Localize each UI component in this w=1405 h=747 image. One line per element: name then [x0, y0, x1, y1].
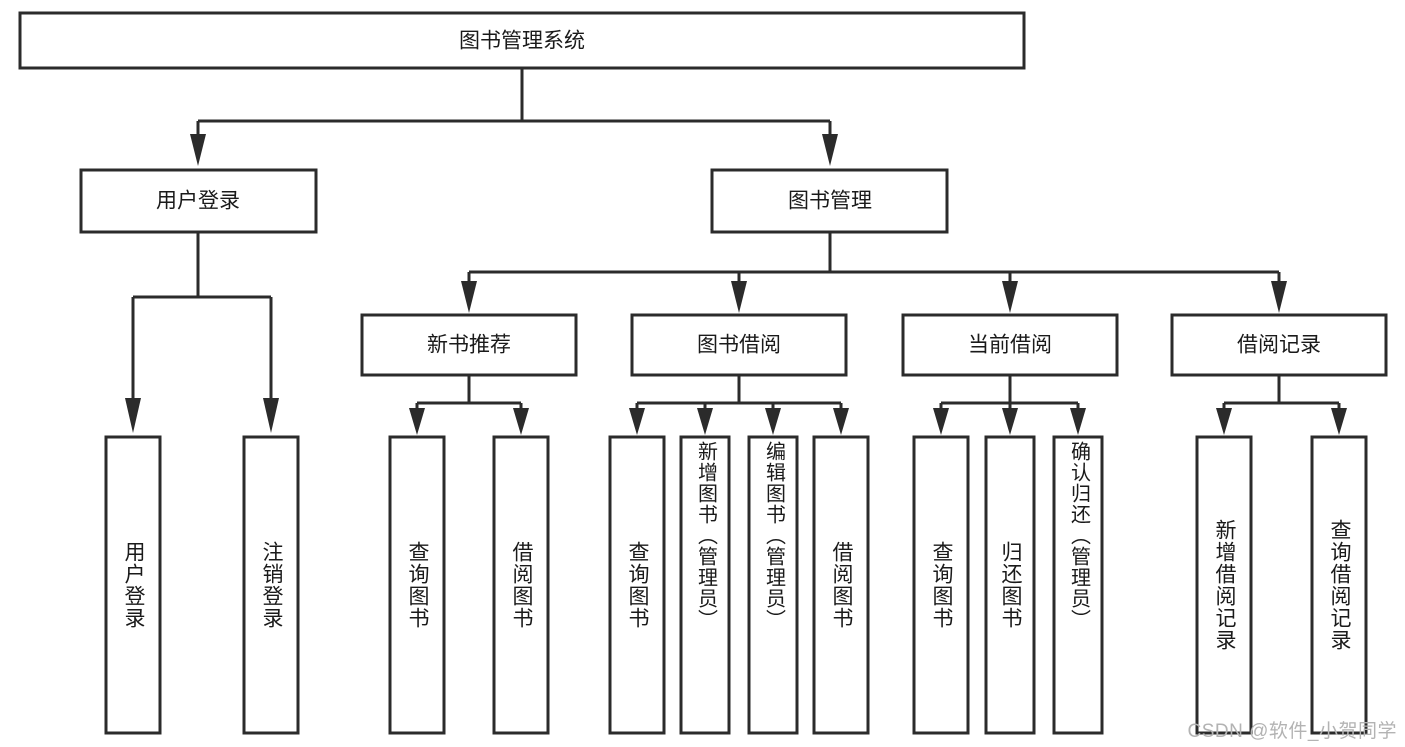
node-root-box[interactable] [18, 11, 1026, 70]
leaf-box-new-book-1[interactable] [492, 435, 550, 735]
leaf-box-current-borrow-0[interactable] [912, 435, 970, 735]
leaf-boxes-user-login [104, 435, 300, 735]
leaf-box-book-borrow-0[interactable] [608, 435, 666, 735]
node-book-management-box[interactable] [710, 168, 949, 234]
connector-bookborrow-to-leaves [629, 375, 849, 435]
connector-userlogin-to-leaves [125, 232, 279, 433]
leaf-box-book-borrow-3[interactable] [812, 435, 870, 735]
node-borrow-record[interactable]: 借阅记录 [1170, 313, 1388, 377]
node-current-borrow-label: 当前借阅 [968, 334, 1052, 357]
node-root[interactable]: 图书管理系统 [18, 11, 1026, 70]
leaf-box-borrow-record-0[interactable] [1195, 435, 1253, 735]
leaf-boxes-book-borrow [608, 435, 870, 735]
node-user-login-box[interactable] [79, 168, 318, 234]
leaf-boxes-current-borrow [912, 435, 1104, 735]
leaf-box-new-book-0[interactable] [388, 435, 446, 735]
node-root-label: 图书管理系统 [459, 30, 585, 53]
node-book-management[interactable]: 图书管理 [710, 168, 949, 234]
node-borrow-record-box[interactable] [1170, 313, 1388, 377]
node-book-borrow-label: 图书借阅 [697, 334, 781, 357]
node-new-book-recommend[interactable]: 新书推荐 [360, 313, 578, 377]
leaf-box-book-borrow-2[interactable] [747, 435, 799, 735]
leaf-box-book-borrow-1[interactable] [679, 435, 731, 735]
node-book-management-label: 图书管理 [788, 190, 872, 213]
connector-newbook-to-leaves [409, 375, 529, 435]
leaf-box-user-login-1[interactable] [242, 435, 300, 735]
node-current-borrow-box[interactable] [901, 313, 1119, 377]
connector-bookmgmt-to-level3 [461, 232, 1287, 313]
leaf-box-current-borrow-2[interactable] [1052, 435, 1104, 735]
node-current-borrow[interactable]: 当前借阅 [901, 313, 1119, 377]
connector-borrowrecord-to-leaves [1216, 375, 1347, 435]
node-book-borrow-box[interactable] [630, 313, 848, 377]
node-user-login-label: 用户登录 [156, 190, 240, 213]
node-new-book-recommend-box[interactable] [360, 313, 578, 377]
node-book-borrow[interactable]: 图书借阅 [630, 313, 848, 377]
csdn-watermark: CSDN @软件_小贺同学 [1187, 721, 1397, 742]
connector-currentborrow-to-leaves [933, 375, 1086, 435]
leaf-box-user-login-0[interactable] [104, 435, 162, 735]
node-new-book-recommend-label: 新书推荐 [427, 334, 511, 357]
leaf-box-current-borrow-1[interactable] [984, 435, 1036, 735]
connector-root-to-level2 [190, 68, 838, 166]
leaf-box-borrow-record-1[interactable] [1310, 435, 1368, 735]
leaf-boxes-borrow-record [1195, 435, 1368, 735]
leaf-boxes-new-book-recommend [388, 435, 550, 735]
node-borrow-record-label: 借阅记录 [1237, 334, 1321, 357]
node-user-login[interactable]: 用户登录 [79, 168, 318, 234]
